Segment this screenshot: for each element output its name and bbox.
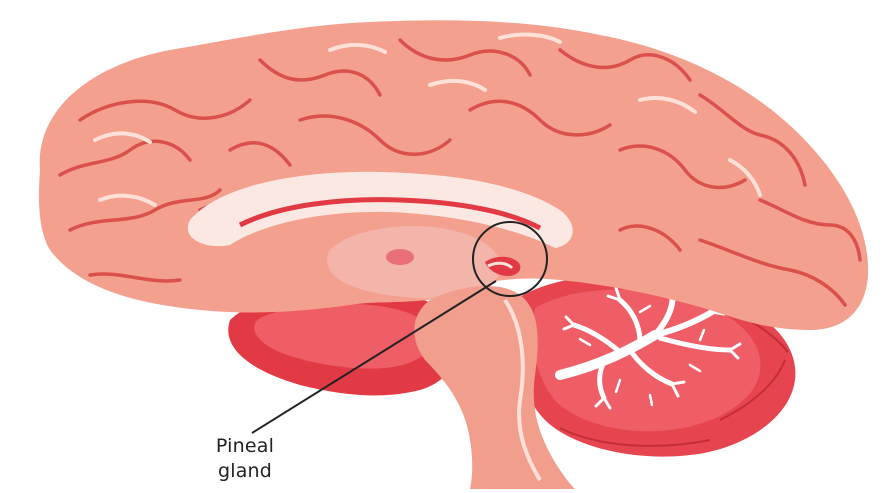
label-line-2: gland <box>190 459 300 484</box>
label-line-1: Pineal <box>190 434 300 459</box>
pineal-gland-label: Pineal gland <box>190 434 300 484</box>
